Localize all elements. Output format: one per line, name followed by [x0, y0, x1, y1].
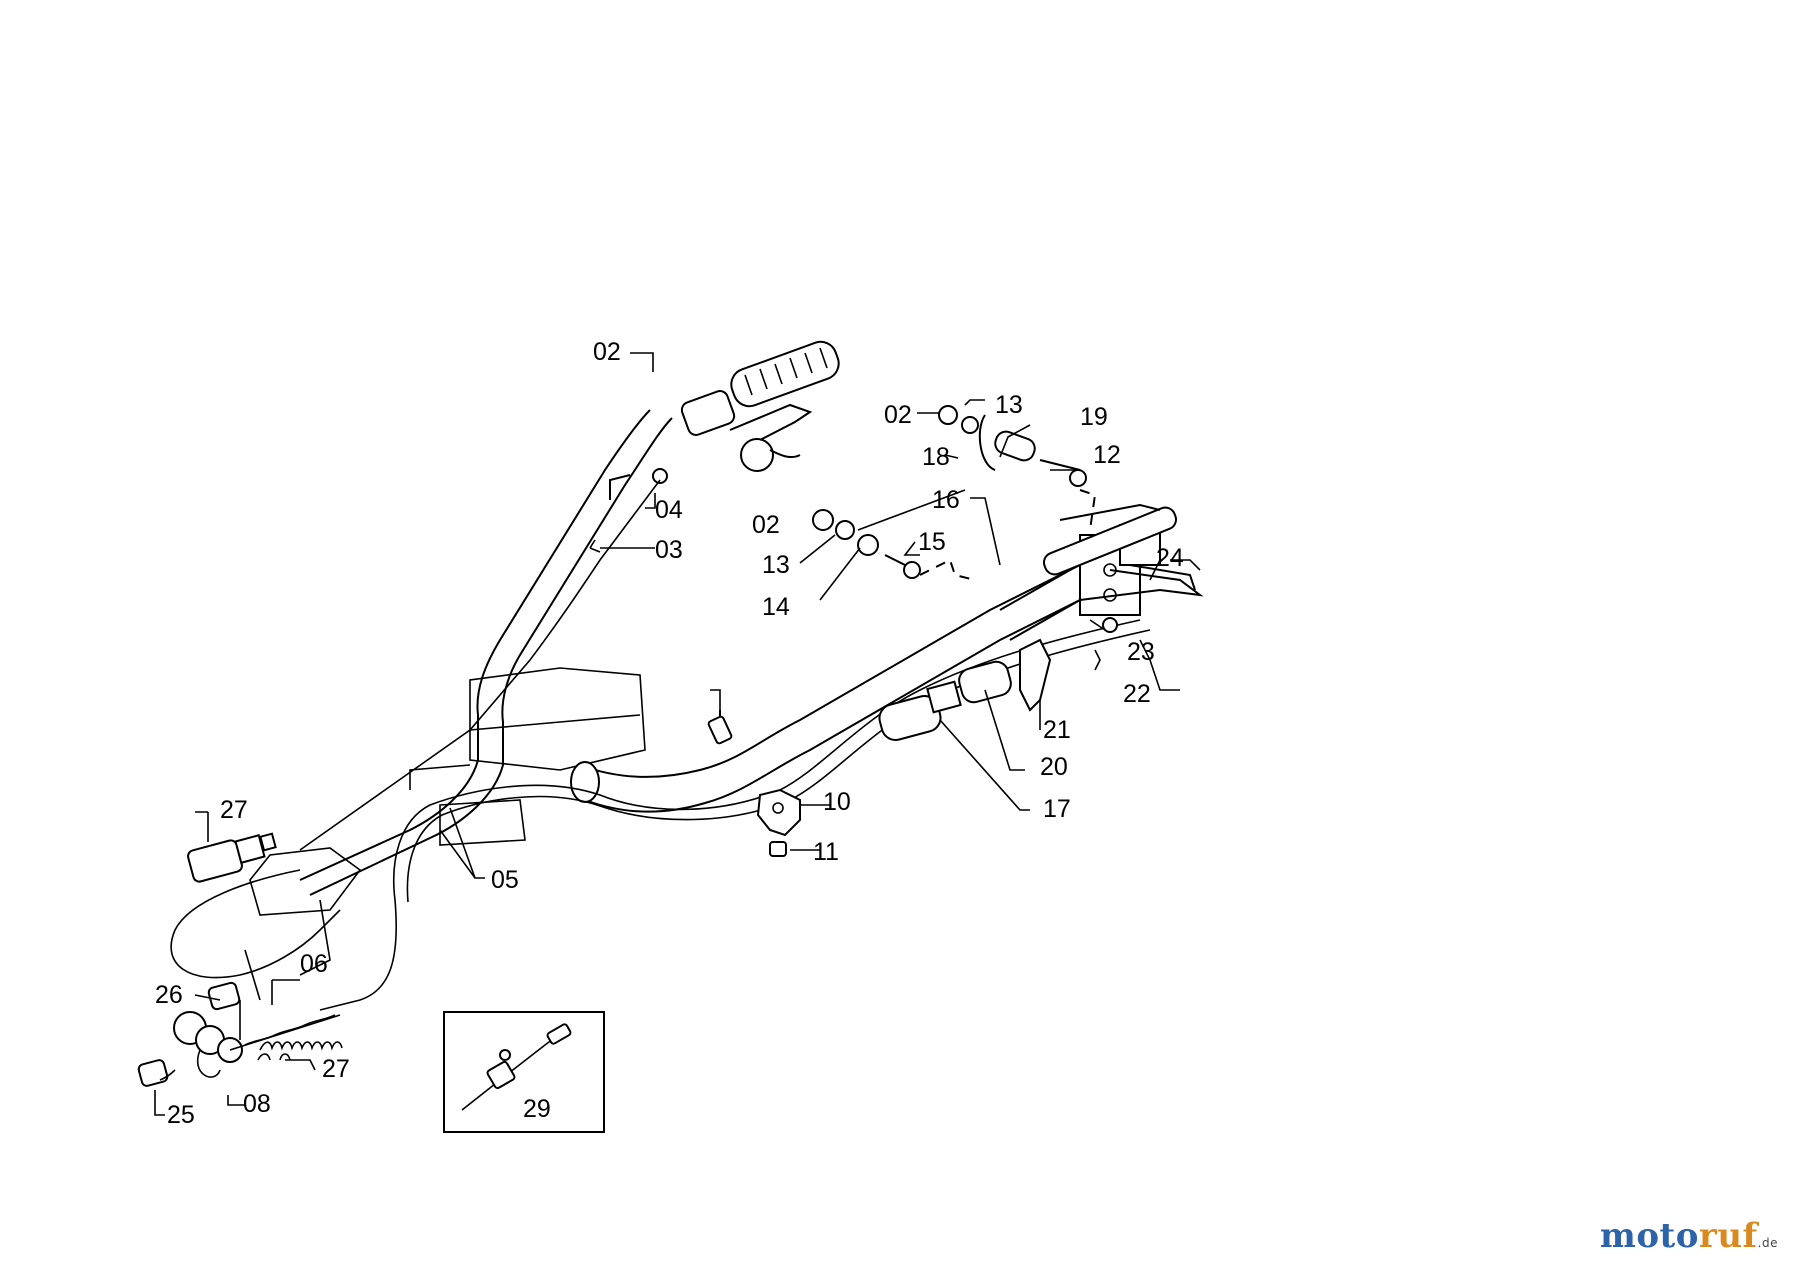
label-10: 10 — [823, 788, 851, 816]
label-20: 20 — [1040, 753, 1068, 781]
label-14: 14 — [762, 593, 790, 621]
label-21: 21 — [1043, 716, 1071, 744]
label-16: 16 — [932, 486, 960, 514]
leader-lines — [154, 352, 1201, 1116]
right-grip — [1042, 506, 1178, 576]
label-02-b: 02 — [884, 401, 912, 429]
left-handlebar — [299, 340, 840, 896]
label-24: 24 — [1156, 544, 1184, 572]
lower-left-assembly — [137, 979, 343, 1087]
label-13-b: 13 — [762, 551, 790, 579]
part-27-upper — [187, 811, 277, 883]
label-27-a: 27 — [220, 796, 248, 824]
watermark-ruf: ruf — [1698, 1216, 1758, 1256]
label-17: 17 — [1043, 795, 1071, 823]
label-05: 05 — [491, 866, 519, 894]
label-12: 12 — [1093, 441, 1121, 469]
label-29: 29 — [523, 1095, 551, 1123]
label-15: 15 — [918, 528, 946, 556]
label-27-b: 27 — [322, 1055, 350, 1083]
label-19: 19 — [1080, 403, 1108, 431]
throttle-housing — [740, 438, 774, 472]
label-11: 11 — [813, 838, 839, 866]
part-labels: 02 04 03 02 13 19 18 12 16 02 15 13 24 1… — [155, 338, 1184, 1129]
watermark-tld: .de — [1757, 1236, 1778, 1250]
part-21 — [1019, 638, 1052, 712]
left-grip — [730, 340, 840, 408]
label-23: 23 — [1127, 638, 1155, 666]
label-26: 26 — [155, 981, 183, 1009]
detail-inset-29 — [443, 1011, 605, 1133]
part-20 — [958, 660, 1012, 704]
label-18: 18 — [922, 443, 950, 471]
label-25: 25 — [167, 1101, 195, 1129]
label-08: 08 — [243, 1090, 271, 1118]
engine-block — [249, 667, 646, 976]
motoruf-watermark: motoruf.de — [1600, 1216, 1778, 1256]
right-small-parts — [707, 405, 1118, 857]
label-13-a: 13 — [995, 391, 1023, 419]
label-22: 22 — [1123, 680, 1151, 708]
label-03: 03 — [655, 536, 683, 564]
label-02-a: 02 — [593, 338, 621, 366]
label-06: 06 — [300, 950, 328, 978]
watermark-moto: moto — [1599, 1216, 1699, 1256]
label-04: 04 — [655, 496, 683, 524]
handle-collar — [680, 390, 736, 436]
cable-loop — [170, 869, 341, 1001]
main-handlebar — [570, 503, 1204, 813]
label-02-c: 02 — [752, 511, 780, 539]
